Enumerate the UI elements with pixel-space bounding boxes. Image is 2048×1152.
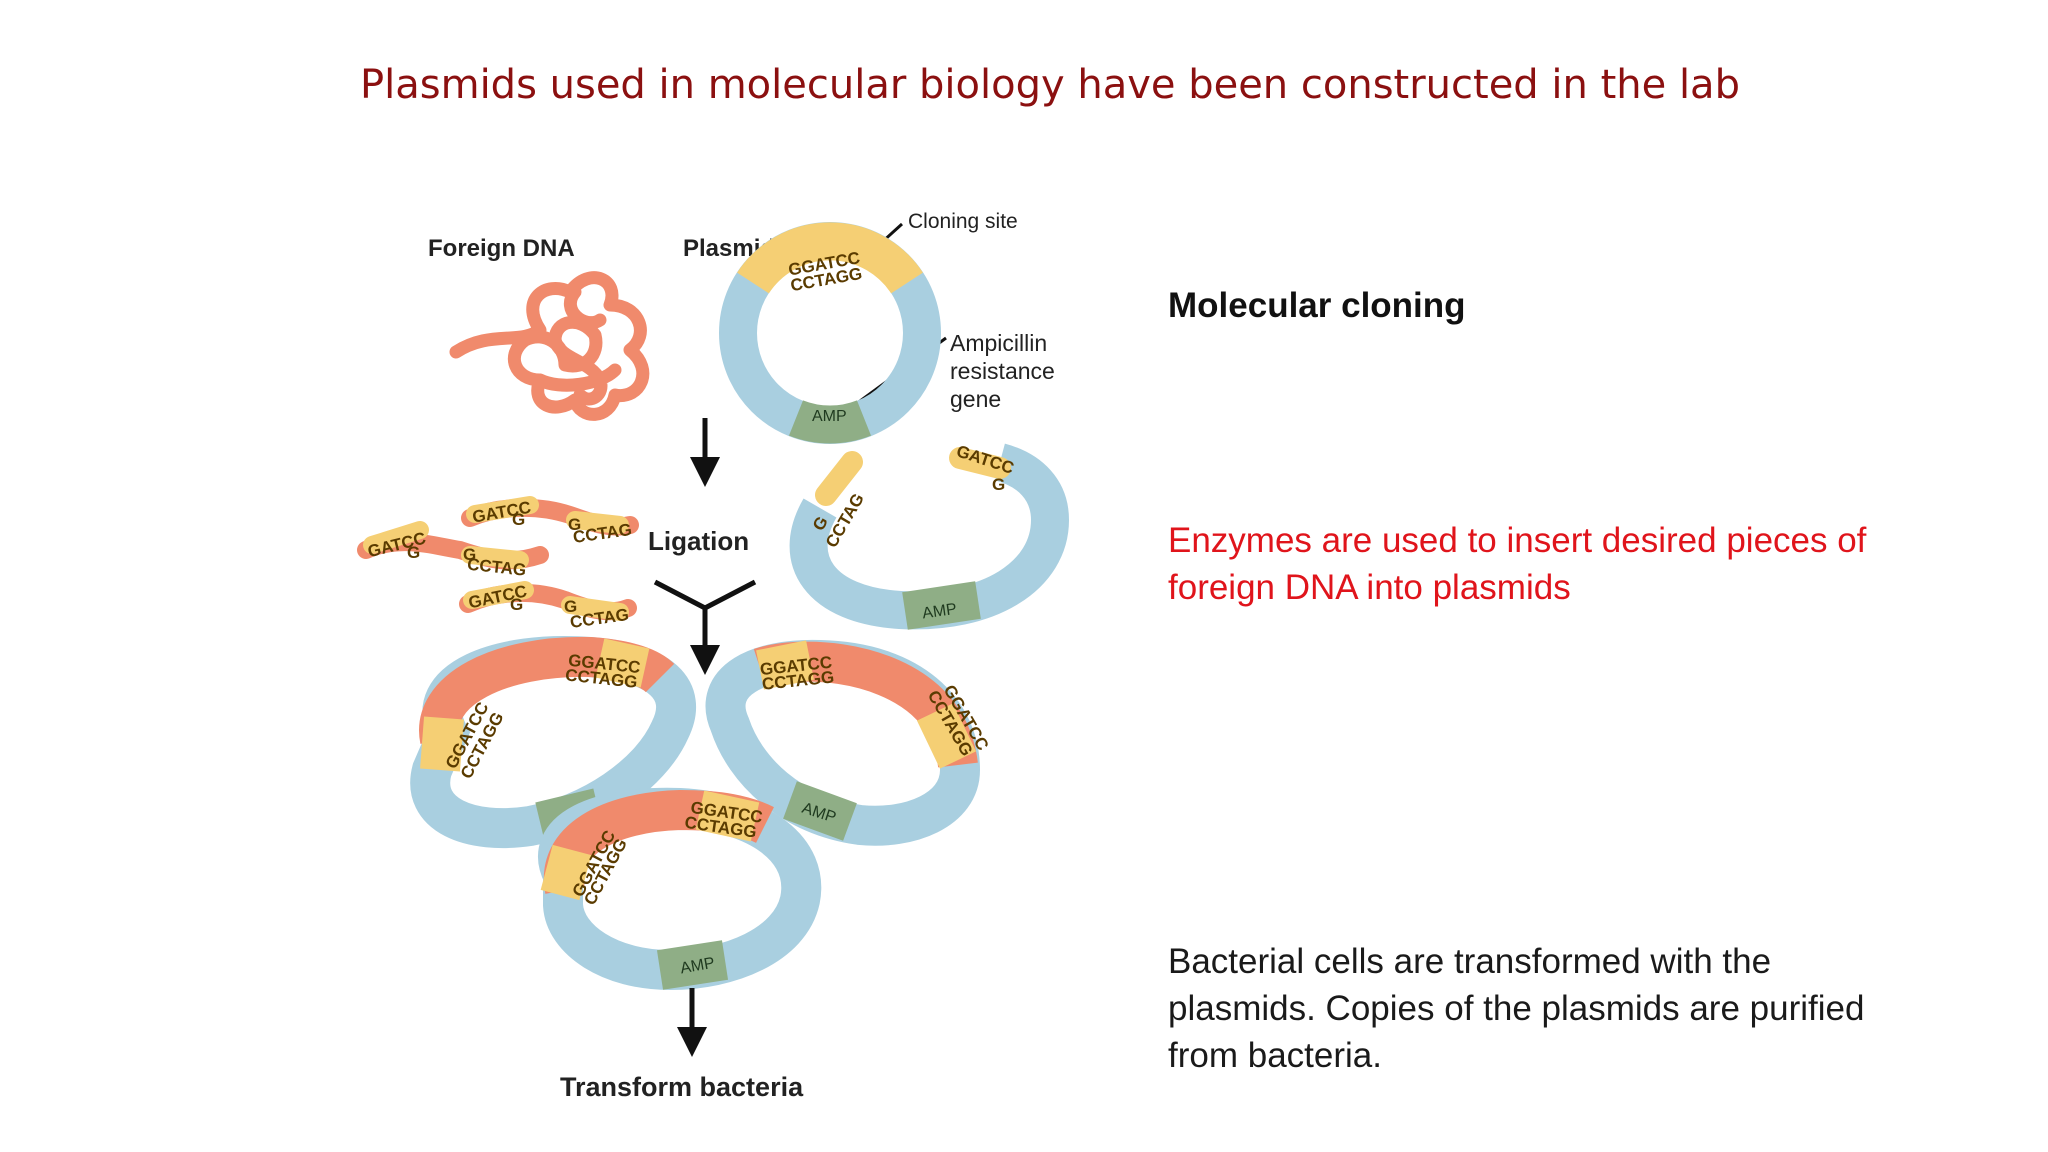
bacteria-text: Bacterial cells are transformed with the… — [1168, 942, 1865, 1075]
intact-plasmid: GGATCC CCTAGG AMP — [719, 222, 941, 444]
frag3-left-bottom: G — [510, 595, 523, 614]
cloning-site-label: Cloning site — [908, 210, 1018, 233]
cut-right-end-g: G — [992, 475, 1005, 494]
ampicillin-label-1: Ampicillin — [950, 330, 1047, 356]
cut-plasmid: CCTAG G GATCC G AMP — [789, 441, 1070, 630]
foreign-dna-tangle — [449, 271, 650, 421]
frag1-left-bottom: G — [407, 543, 420, 562]
ampicillin-label-3: gene — [950, 386, 1001, 412]
ligation-label: Ligation — [648, 526, 749, 556]
recombinant-plasmid-3: GGATCC CCTAGG GGATCC CCTAGG AMP — [538, 787, 822, 991]
recombinant-plasmid-1: GGATCC CCTAGG GGATCC CCTAGG AMP — [410, 636, 696, 849]
ampicillin-label-2: resistance — [950, 358, 1055, 384]
frag2-right-top: G — [568, 515, 581, 534]
molecular-cloning-heading: Molecular cloning — [1168, 286, 1466, 325]
ligation-arrow — [653, 579, 757, 675]
foreign-dna-label: Foreign DNA — [428, 235, 575, 262]
frag3-right-top: G — [564, 597, 577, 616]
enzymes-text: Enzymes are used to insert desired piece… — [1168, 521, 1867, 607]
dna-fragments: GATCC G G CCTAG GATCC G G CCTAG GATCC G … — [357, 496, 639, 632]
frag1-right-top: G — [463, 545, 476, 564]
slide-title: Plasmids used in molecular biology have … — [360, 62, 1740, 108]
cut-plasmid-amp-label: AMP — [921, 601, 958, 623]
frag2-left-bottom: G — [512, 510, 525, 529]
rp3-amp-label: AMP — [679, 955, 716, 978]
transform-bacteria-label: Transform bacteria — [560, 1072, 804, 1102]
plasmid-amp-label: AMP — [812, 408, 847, 425]
recombinant-plasmid-2: GGATCC CCTAGG GGATCC CCTAGG AMP — [705, 639, 992, 846]
